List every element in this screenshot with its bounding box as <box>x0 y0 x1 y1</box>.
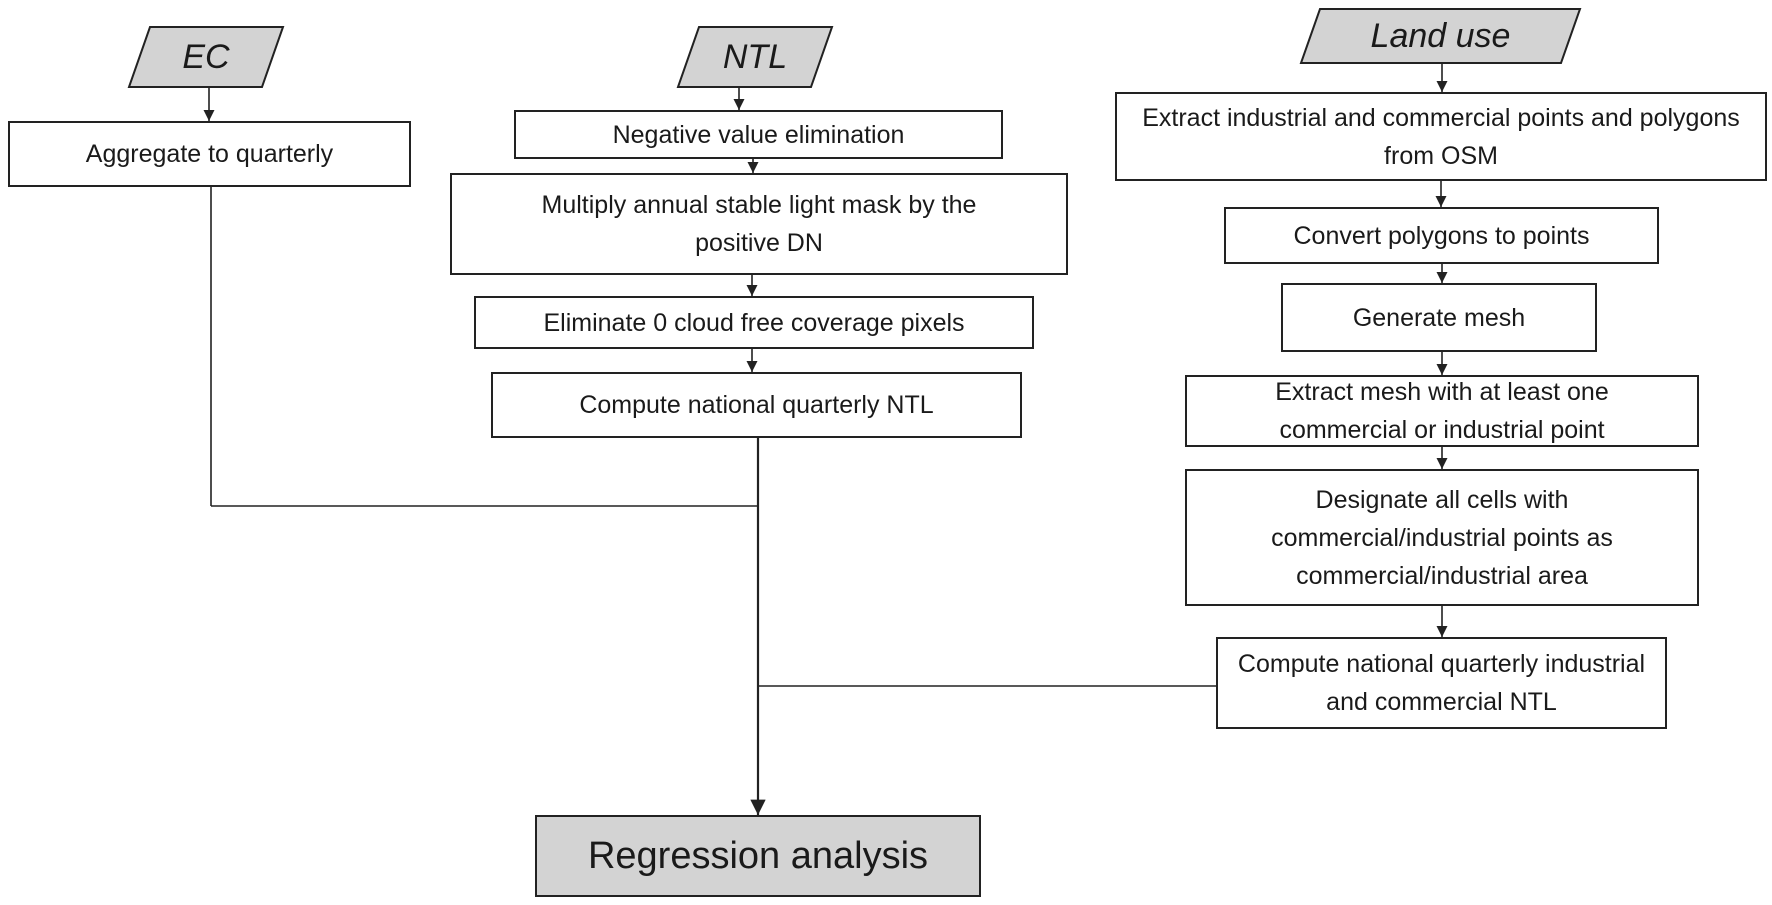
input-ntl: NTL <box>676 26 834 88</box>
step-generate-mesh: Generate mesh <box>1281 283 1597 352</box>
step-multiply-light-mask: Multiply annual stable light mask by the… <box>450 173 1068 275</box>
input-ec: EC <box>127 26 285 88</box>
regression-analysis: Regression analysis <box>535 815 981 897</box>
step-compute-industrial-ntl: Compute national quarterly industrial an… <box>1216 637 1667 729</box>
input-ntl-label: NTL <box>722 37 788 76</box>
step-extract-mesh: Extract mesh with at least one commercia… <box>1185 375 1699 447</box>
input-land-use: Land use <box>1299 8 1582 64</box>
step-designate-cells: Designate all cells with commercial/indu… <box>1185 469 1699 606</box>
step-extract-osm: Extract industrial and commercial points… <box>1115 92 1767 181</box>
step-compute-quarterly-ntl: Compute national quarterly NTL <box>491 372 1022 438</box>
input-ec-label: EC <box>182 37 230 76</box>
step-aggregate-quarterly: Aggregate to quarterly <box>8 121 411 187</box>
step-negative-value-elimination: Negative value elimination <box>514 110 1003 159</box>
input-land-use-label: Land use <box>1370 16 1511 55</box>
step-eliminate-cloud-free: Eliminate 0 cloud free coverage pixels <box>474 296 1034 349</box>
step-convert-polygons: Convert polygons to points <box>1224 207 1659 264</box>
